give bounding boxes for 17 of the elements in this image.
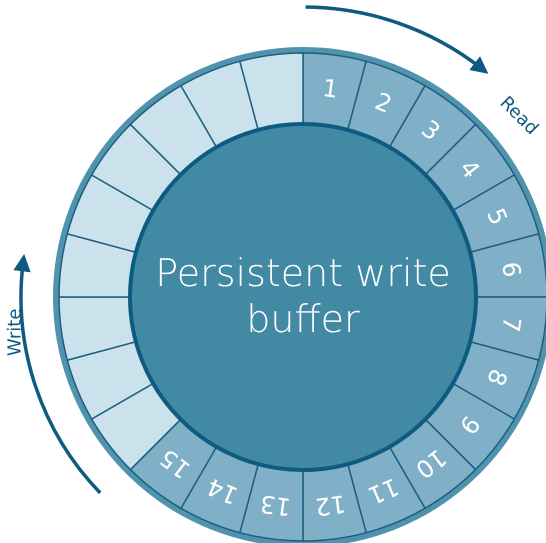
buffer-label: Persistent write buffer <box>154 251 452 343</box>
slot-number: 7 <box>496 315 526 334</box>
slot-number: 9 <box>454 410 486 440</box>
slot-number: 15 <box>154 443 196 484</box>
slot-number: 10 <box>410 443 452 484</box>
slot-number: 1 <box>321 74 340 104</box>
direction-label: Write <box>4 308 26 356</box>
slot-number: 6 <box>496 260 526 279</box>
slot-number: 3 <box>416 114 446 146</box>
slot-number: 5 <box>481 204 513 230</box>
slot-number: 13 <box>258 489 293 522</box>
slot-number: 11 <box>364 472 403 510</box>
slot-number: 8 <box>481 364 513 390</box>
slot-number: 12 <box>313 489 348 522</box>
slot-number: 2 <box>370 87 396 119</box>
slot-number: 4 <box>454 154 486 184</box>
slot-number: 14 <box>203 472 242 510</box>
